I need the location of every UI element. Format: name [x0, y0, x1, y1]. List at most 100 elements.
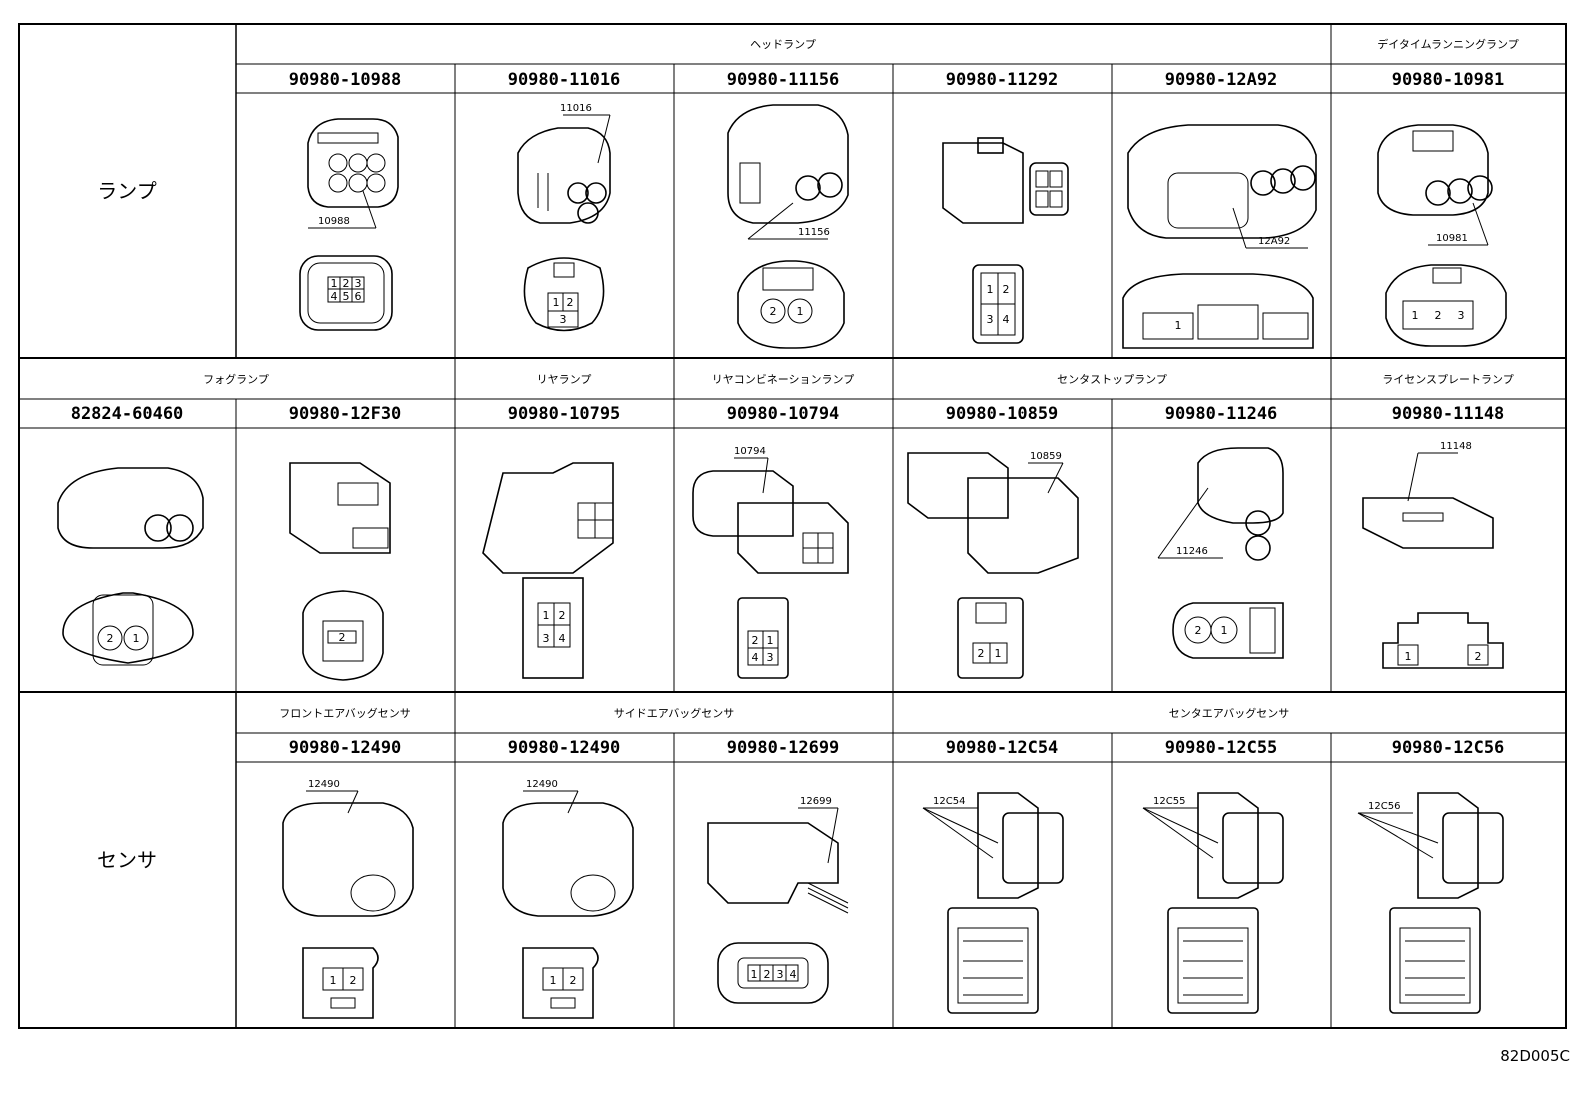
pin-label: 3: [355, 277, 362, 290]
pin-label: 2: [350, 974, 357, 987]
ref-label: 11148: [1440, 441, 1472, 452]
pin-label: 1: [553, 296, 560, 309]
pin-label: 2: [1195, 624, 1202, 637]
ref-label: 12490: [526, 779, 558, 790]
group-foglamp: フォグランプ: [203, 372, 269, 386]
pin-label: 2: [339, 631, 346, 644]
pin-label: 1: [751, 968, 758, 981]
part-number: 90980-12C56: [1392, 738, 1505, 758]
pin-label: 2: [559, 609, 566, 622]
ref-label: 11016: [560, 103, 592, 114]
connector-drawing-10988: 10988 1 2 3 4 5 6: [299, 118, 399, 331]
part-number: 90980-11016: [508, 70, 621, 90]
ref-label: 12699: [800, 796, 832, 807]
part-number: 90980-10794: [727, 404, 840, 424]
part-number: 90980-11246: [1165, 404, 1278, 424]
connector-drawing-11148: 11148 1 2: [1362, 441, 1504, 669]
ref-label: 10988: [318, 216, 350, 227]
connector-drawing-12490-front: 12490 1 2: [282, 779, 414, 1019]
group-center-airbag-sensor: センタエアバッグセンサ: [1169, 706, 1290, 720]
pin-label: 2: [764, 968, 771, 981]
ref-label: 10859: [1030, 451, 1062, 462]
part-number: 90980-10795: [508, 404, 621, 424]
pin-label: 1: [133, 632, 140, 645]
part-number: 90980-12490: [289, 738, 402, 758]
pin-label: 2: [978, 647, 985, 660]
pin-label: 4: [1003, 313, 1010, 326]
pin-label: 1: [995, 647, 1002, 660]
connector-drawing-12A92: 12A92 1: [1122, 124, 1317, 349]
ref-label: 12A92: [1258, 236, 1290, 247]
pin-label: 1: [331, 277, 338, 290]
pin-label: 4: [559, 632, 566, 645]
connector-drawing-10981: 10981 1 2 3: [1377, 124, 1507, 347]
group-center-stop-lamp: センタストップランプ: [1057, 373, 1167, 386]
ref-label: 12C55: [1153, 796, 1185, 807]
part-number: 90980-12C55: [1165, 738, 1278, 758]
ref-label: 10794: [734, 446, 766, 457]
pin-label: 2: [770, 305, 777, 318]
ref-label: 12490: [308, 779, 340, 790]
part-number: 90980-12F30: [289, 404, 402, 424]
part-number: 90980-11292: [946, 70, 1059, 90]
pin-label: 1: [797, 305, 804, 318]
group-rear-lamp: リヤランプ: [537, 373, 592, 386]
connector-drawing-10794: 10794 2 1 4 3: [692, 446, 849, 679]
connector-drawing-10859: 10859 2 1: [907, 451, 1079, 679]
table-grid: [18, 23, 1567, 1029]
pin-label: 3: [777, 968, 784, 981]
pin-label: 1: [1405, 650, 1412, 663]
connector-drawing-10795: 1 2 3 4: [482, 462, 614, 679]
pin-label: 3: [543, 632, 550, 645]
connector-drawing-12699: 12699 1 2 3 4: [707, 796, 849, 1004]
part-number: 90980-12A92: [1165, 70, 1278, 90]
pin-label: 2: [570, 974, 577, 987]
group-side-airbag-sensor: サイドエアバッグセンサ: [614, 706, 735, 720]
part-number: 90980-10859: [946, 404, 1059, 424]
pin-label: 2: [107, 632, 114, 645]
pin-label: 6: [355, 290, 362, 303]
pin-label: 1: [543, 609, 550, 622]
connector-drawing-12C56: 12C56: [1357, 792, 1504, 1014]
connector-drawing-11292: 1 2 3 4: [942, 137, 1069, 344]
connector-drawing-12490-side: 12490 1 2: [502, 779, 634, 1019]
group-rear-combination-lamp: リヤコンビネーションランプ: [712, 373, 854, 386]
part-number: 90980-11148: [1392, 404, 1505, 424]
group-license-plate-lamp: ライセンスプレートランプ: [1382, 373, 1513, 386]
ref-label: 11156: [798, 227, 830, 238]
pin-label: 2: [1435, 309, 1442, 322]
pin-label: 2: [567, 296, 574, 309]
part-number: 90980-12699: [727, 738, 840, 758]
part-number: 82824-60460: [71, 404, 184, 424]
connector-drawing-11016: 11016 1 2 3: [517, 103, 611, 332]
part-number: 90980-10981: [1392, 70, 1505, 90]
connector-drawing-12C54: 12C54: [922, 792, 1064, 1014]
connector-drawing-11246: 11246 2 1: [1157, 447, 1284, 659]
pin-label: 1: [550, 974, 557, 987]
figure-code: 82D005C: [1500, 1047, 1570, 1065]
group-front-airbag-sensor: フロントエアバッグセンサ: [279, 706, 411, 720]
pin-label: 1: [1412, 309, 1419, 322]
part-number: 90980-12490: [508, 738, 621, 758]
pin-label: 1: [767, 634, 774, 647]
pin-label: 5: [343, 290, 350, 303]
ref-label: 12C56: [1368, 801, 1400, 812]
ref-label: 11246: [1176, 546, 1208, 557]
pin-label: 4: [790, 968, 797, 981]
pin-label: 1: [1175, 319, 1182, 332]
ref-label: 10981: [1436, 233, 1468, 244]
part-number: 90980-12C54: [946, 738, 1059, 758]
pin-label: 2: [1475, 650, 1482, 663]
ref-label: 12C54: [933, 796, 965, 807]
pin-label: 2: [1003, 283, 1010, 296]
pin-label: 4: [752, 651, 759, 664]
connector-diagram: ランプ センサ ヘッドランプ デイタイムランニングランプ 90980-10988…: [18, 23, 1567, 1029]
pin-label: 1: [987, 283, 994, 296]
part-number: 90980-10988: [289, 70, 402, 90]
connector-drawing-60460: 2 1: [57, 467, 204, 666]
pin-label: 3: [767, 651, 774, 664]
pin-label: 4: [331, 290, 338, 303]
category-sensor: センサ: [97, 848, 157, 872]
pin-label: 3: [987, 313, 994, 326]
connector-drawing-11156: 11156 2 1: [727, 104, 849, 349]
